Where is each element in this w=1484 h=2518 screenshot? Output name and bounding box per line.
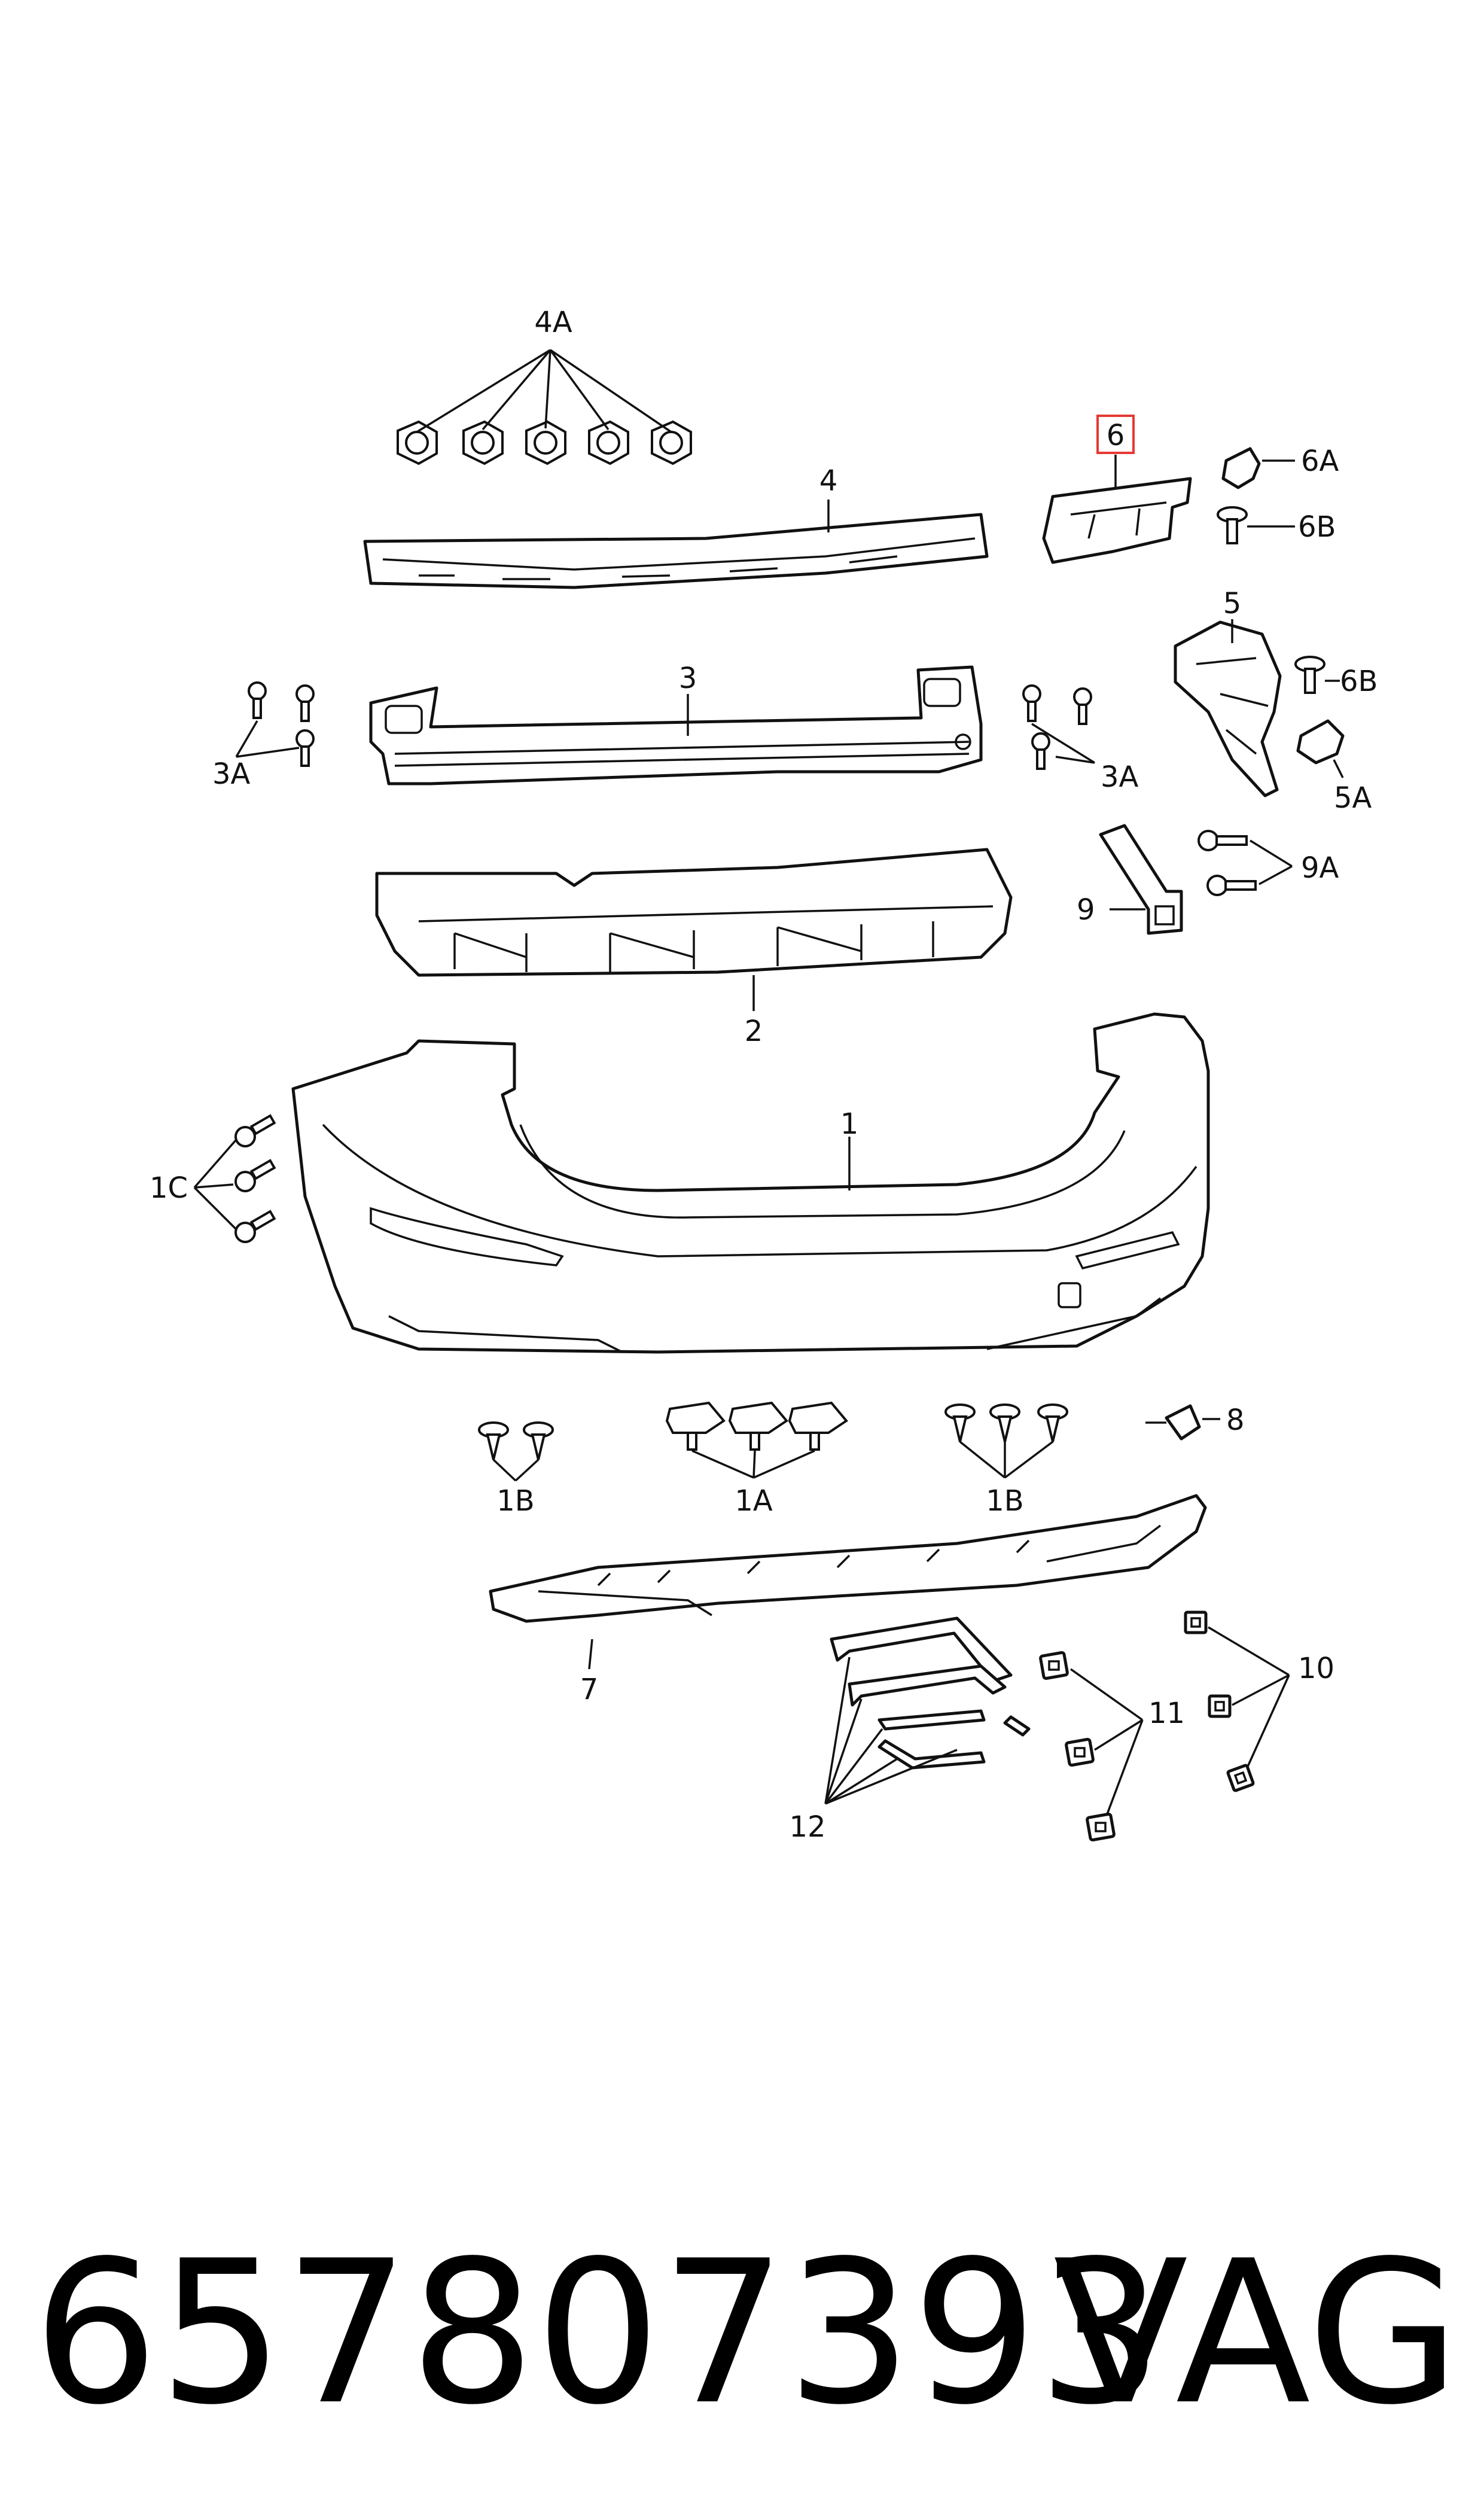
part-9a-screws [1197,830,1257,896]
part-9-bracket [1099,824,1183,935]
callout-4a: 4A [534,306,572,339]
part-6b-screw-top [1217,506,1248,544]
callout-6: 6 [1107,419,1125,452]
part-10-clips [1184,1610,1255,1792]
part-11-clips [1039,1651,1116,1842]
part-number: 657807393 [33,2218,1163,2448]
callout-6b-mid: 6B [1340,665,1378,698]
part-1a-clips [665,1401,848,1451]
callout-4: 4 [819,464,838,498]
callout-1a: 1A [735,1484,773,1518]
part-1c-bolts [234,1114,276,1243]
part-1b-screws-left [478,1421,554,1460]
callout-1c: 1C [150,1171,188,1205]
part-8-cap [1145,1404,1201,1441]
part-12-trim-strips [830,1616,1031,1770]
callout-12: 12 [789,1810,825,1844]
callout-9a: 9A [1301,851,1339,885]
callout-8: 8 [1226,1403,1245,1437]
part-7-diffuser [489,1494,1207,1623]
callout-7: 7 [580,1673,599,1706]
part-5-side-bracket [1174,620,1282,797]
callout-3a-left: 3A [212,757,251,791]
callout-11: 11 [1148,1697,1185,1730]
callout-2: 2 [745,1015,763,1048]
footer: 657807393 VAG [0,2213,1484,2453]
callout-3: 3 [679,662,697,695]
callout-1: 1 [840,1107,859,1141]
part-4a-nuts [397,349,692,465]
part-5a-clip [1296,719,1345,765]
callout-5: 5 [1223,587,1242,620]
part-3-reinforcement-beam [369,665,983,785]
part-2-energy-absorber [375,848,1013,977]
callout-5a: 5A [1334,781,1372,815]
part-6b-screw-mid [1294,656,1325,694]
highlight-box [1096,415,1135,454]
callout-1b-left: 1B [496,1484,534,1518]
part-6-bracket [1042,477,1192,564]
callout-6b-top: 6B [1298,510,1336,544]
part-6a-clip [1221,447,1261,489]
part-3a-bolts-left [248,681,315,767]
part-1-bumper-cover [291,1012,1210,1354]
part-3a-bolts-right [1022,684,1092,770]
callout-10: 10 [1298,1652,1334,1685]
part-4-absorber-strip [363,513,989,589]
callout-6a: 6A [1301,444,1339,478]
brand-label: VAG [1053,2218,1460,2448]
part-1b-screws-right [944,1403,1068,1442]
callout-1b-right: 1B [986,1484,1023,1518]
callout-3a-right: 3A [1101,760,1139,794]
callout-9: 9 [1077,893,1095,927]
